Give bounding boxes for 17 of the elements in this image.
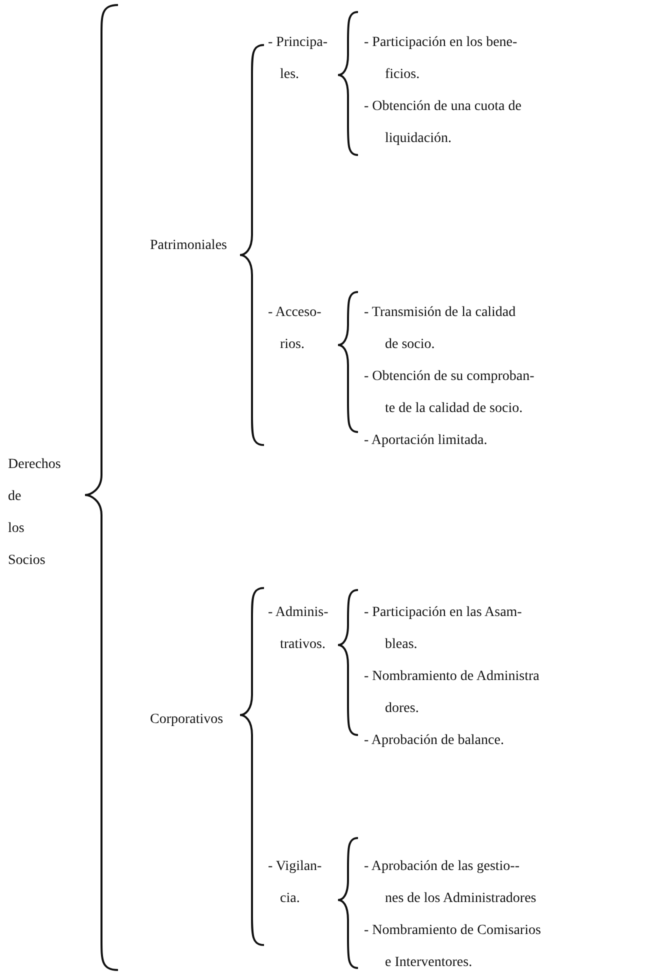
label-text: - Participación en las Asam- bleas. (364, 604, 522, 654)
label-text: - Principa- les. (268, 34, 328, 84)
label-text: - Vigilan- cia. (268, 858, 322, 908)
label-text: Corporativos (150, 711, 224, 729)
label-text: - Aprobación de las gestio-- nes de los Administradores (364, 858, 536, 908)
label-text: Derechos de los Socios (8, 456, 61, 570)
label-text: - Participación en los bene- ficios. (364, 34, 518, 84)
label-text: - Obtención de una cuota de liquidación. (364, 98, 522, 148)
label-text: Patrimoniales (150, 237, 227, 255)
label-text: - Acceso- rios. (268, 304, 322, 354)
label-text: - Aportación limitada. (364, 432, 488, 450)
label-text: - Nombramiento de Comisarios e Interventores. (364, 922, 541, 972)
label-text: - Transmisión de la calidad de socio. (364, 304, 516, 354)
label-text: - Nombramiento de Administra dores. (364, 668, 540, 718)
label-text: - Adminis- trativos. (268, 604, 328, 654)
label-text: - Aprobación de balance. (364, 732, 504, 750)
label-text: - Obtención de su comproban- te de la calidad de socio. (364, 368, 534, 418)
